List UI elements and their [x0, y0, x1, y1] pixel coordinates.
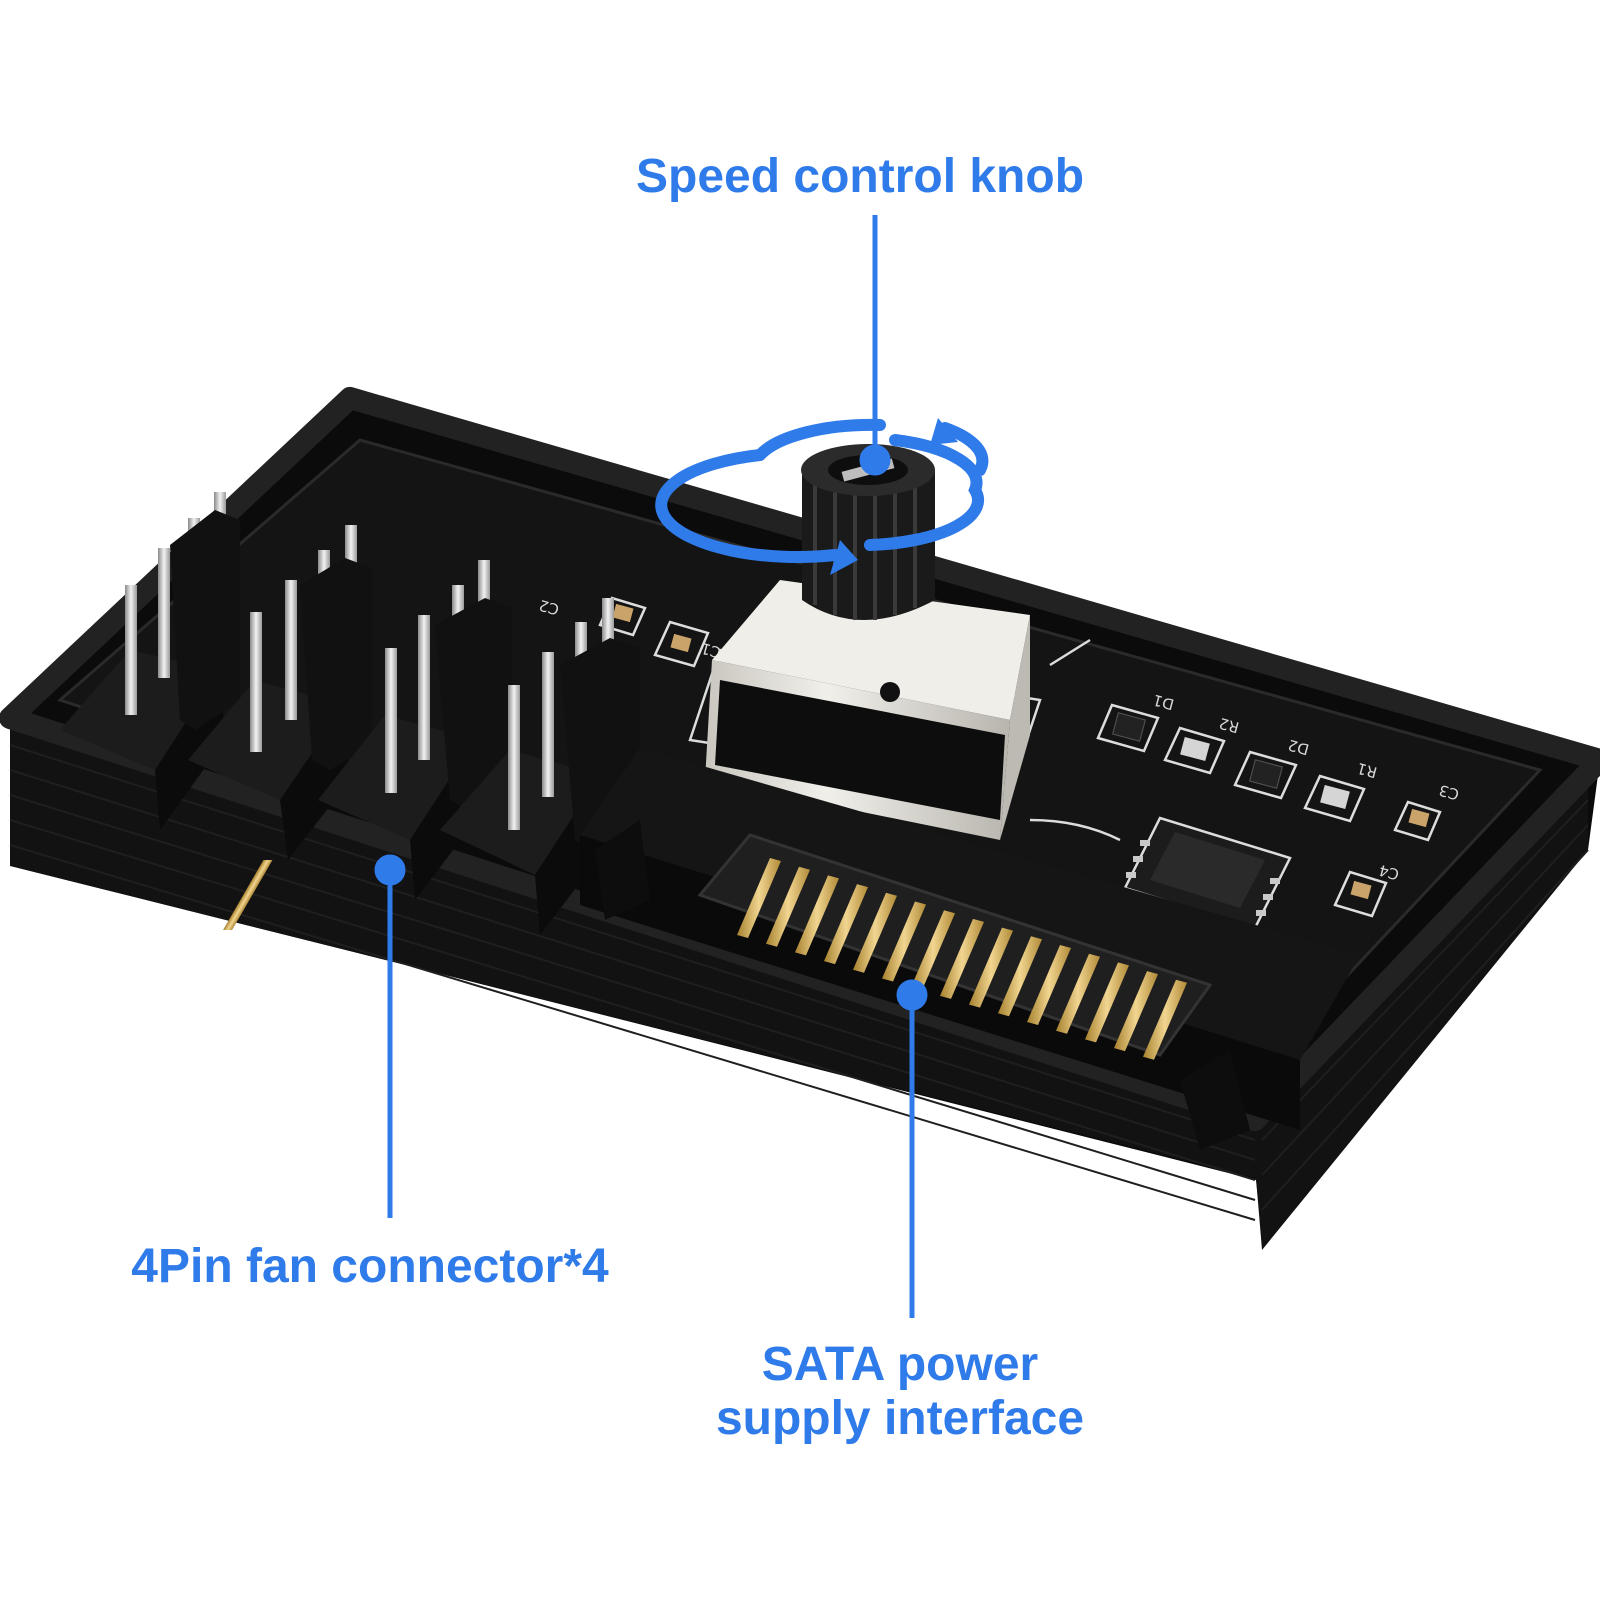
sata-contact [969, 927, 1013, 1008]
designator-r1: R1 [1355, 759, 1379, 782]
callout-leaders [374, 215, 928, 1318]
sata-contact [766, 866, 810, 947]
sata-contact [824, 884, 868, 965]
designator-c2: C2 [537, 596, 561, 619]
label-sata-power-interface: SATA power supply interface [680, 1338, 1120, 1446]
sata-gold-contacts [223, 860, 273, 930]
rotation-arrow-icon [655, 418, 989, 564]
sata-contact [1143, 979, 1187, 1060]
label-speed-control-knob: Speed control knob [635, 150, 1085, 203]
sata-contact [911, 910, 955, 991]
diode-d1 [1096, 703, 1160, 753]
sata-contact [853, 892, 897, 973]
resistor-r1 [1303, 774, 1366, 823]
label-sata-line-1: SATA power [761, 1338, 1039, 1391]
designator-c3: C3 [1437, 781, 1461, 804]
sata-connector [223, 748, 1360, 1150]
fan-connector-1 [60, 492, 240, 830]
resistor-r2 [1163, 726, 1226, 775]
capacitor-c1 [653, 620, 710, 668]
sata-contact [1114, 971, 1158, 1052]
sata-contact-array [737, 858, 1187, 1060]
designator-c4: C4 [1377, 861, 1401, 884]
designator-d2: D2 [1286, 736, 1311, 759]
sata-contact [940, 918, 984, 999]
sata-contact [1085, 962, 1129, 1043]
sata-contact [882, 901, 926, 982]
sata-contact [1027, 945, 1071, 1025]
designator-d1: D1 [1151, 691, 1176, 714]
sata-contact [998, 936, 1042, 1017]
capacitor-c3 [1393, 800, 1442, 842]
sata-contact [737, 858, 781, 938]
label-4pin-fan-connector: 4Pin fan connector*4 [131, 1240, 609, 1293]
label-sata-line-2: supply interface [715, 1392, 1085, 1445]
fan-connector-2 [188, 525, 372, 860]
sata-contact [795, 875, 839, 956]
designator-r2: R2 [1217, 714, 1241, 737]
diode-d2 [1233, 750, 1298, 800]
fan-connector-3 [318, 560, 512, 900]
sata-contact [1056, 953, 1100, 1034]
capacitor-c4 [1333, 870, 1388, 918]
rotation-arrowheads [830, 418, 958, 575]
